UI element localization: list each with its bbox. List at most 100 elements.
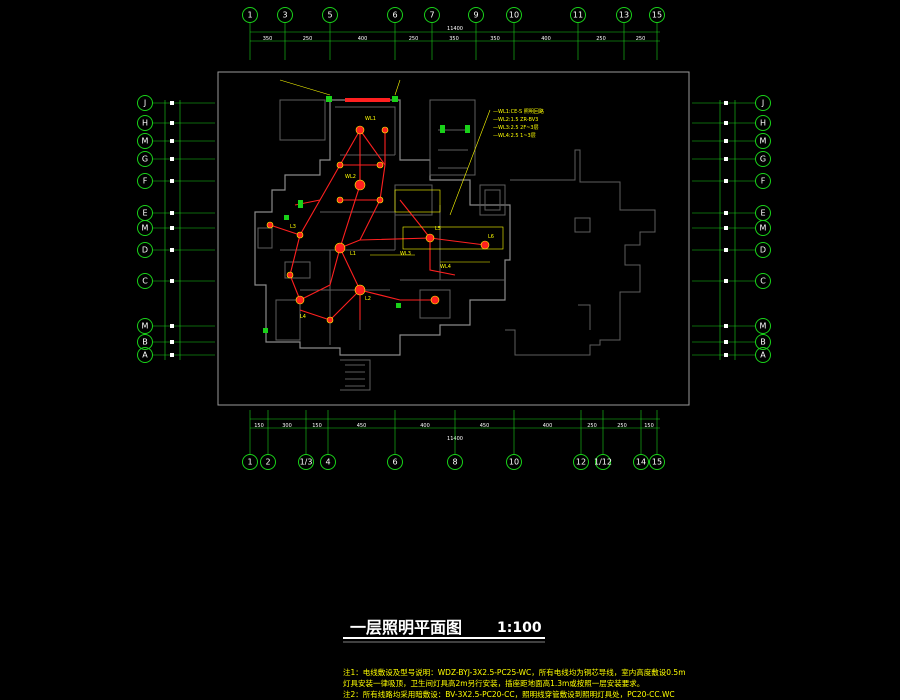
grid-left-axis-label: E [142, 209, 147, 218]
grid-bottom-axis-label: 15 [652, 458, 662, 467]
dim-tick [170, 139, 174, 143]
light-fixture [376, 196, 384, 204]
light-fixture [266, 221, 274, 229]
grid-left-axis-bubble [137, 95, 153, 111]
grid-left-axis-bubble [137, 273, 153, 289]
light-fixture [381, 126, 389, 134]
dim-tick [170, 340, 174, 344]
grid-top-axis-label: 7 [429, 11, 434, 20]
fixture-tag: L2 [365, 296, 371, 302]
light-fixture [430, 295, 440, 305]
grid-bottom-axis-label: 1/3 [300, 458, 313, 467]
grid-right-axis-bubble [755, 133, 771, 149]
lighting-wiring [269, 129, 486, 321]
grid-bottom-axis-bubble [447, 454, 463, 470]
grid-bottom-axis-label: 12 [576, 458, 586, 467]
grid-bottom-axis-label: 1/12 [594, 458, 612, 467]
dim-tick [724, 179, 728, 183]
bottom-dimension-value: 250 [587, 423, 597, 429]
bottom-dimension-value: 150 [312, 423, 322, 429]
top-dimension-value: 250 [303, 36, 313, 42]
grid-top-axis-label: 9 [473, 11, 478, 20]
grid-right-axis-label: B [760, 338, 766, 347]
dim-tick [170, 211, 174, 215]
bottom-dimension-value: 300 [282, 423, 292, 429]
grid-right-axis-label: F [761, 177, 766, 186]
grid-left-axis-label: D [142, 246, 148, 255]
grid-left-axis-bubble [137, 334, 153, 350]
grid-right-axis-bubble [755, 115, 771, 131]
grid-right-axis-bubble [755, 318, 771, 334]
grid-right-axis-label: H [760, 119, 766, 128]
grid-bottom-axis-bubble [298, 454, 314, 470]
fixture-tag: WL4 [440, 264, 451, 270]
grid-top-axis-bubble [506, 7, 522, 23]
right-dimension-lines [719, 100, 736, 360]
grid-right-axis-label: J [761, 99, 764, 108]
grid-left-axis-label: A [142, 351, 148, 360]
circuit-legend: —WL1:CE-S 照明回路 —WL2:1.5 ZR-BV3 —WL3:2.5 … [493, 108, 544, 139]
switch-box [263, 328, 268, 333]
grid-right-axis-label: E [760, 209, 765, 218]
grid-bottom-axis-label: 4 [325, 458, 330, 467]
light-fixture [355, 125, 365, 135]
dim-tick [724, 324, 728, 328]
grid-left-axis-label: M [142, 322, 149, 331]
grid-bottom-axis-bubble [649, 454, 665, 470]
grid-left-axis-label: M [142, 224, 149, 233]
grid-bottom-axis-bubble [320, 454, 336, 470]
floor-plan-left [254, 99, 511, 391]
top-dimension-value: 400 [358, 36, 368, 42]
legend-line: —WL1:CE-S 照明回路 [493, 108, 544, 115]
grid-left-axis-label: H [142, 119, 148, 128]
switch-box [298, 200, 303, 208]
light-fixture [480, 240, 490, 250]
top-dimension-value: 250 [596, 36, 606, 42]
top-dimension-value: 250 [636, 36, 646, 42]
grid-top-axis-bubble [242, 7, 258, 23]
fixture-tag: L4 [300, 314, 306, 320]
grid-right-axis-label: M [760, 224, 767, 233]
bottom-dimension-value: 450 [357, 423, 367, 429]
light-fixture [425, 233, 435, 243]
dim-tick [724, 226, 728, 230]
light-fixtures [263, 96, 490, 333]
light-fixture [336, 161, 344, 169]
top-dimension-value: 400 [541, 36, 551, 42]
grid-bottom-axis-label: 1 [247, 458, 252, 467]
bottom-dimension-value: 450 [480, 423, 490, 429]
fixture-tag: WL3 [400, 251, 411, 257]
bottom-dimension-value: 400 [543, 423, 553, 429]
grid-left-axis-label: J [143, 99, 146, 108]
grid-left-axis-bubble [137, 151, 153, 167]
fixture-tag: L3 [290, 224, 296, 230]
grid-bottom-axis-bubble [633, 454, 649, 470]
top-dimension-value: 350 [490, 36, 500, 42]
note-line: 灯具安装一律吸顶，卫生间灯具高2m另行安装，插座距地面高1.3m或按照一层安装要… [343, 678, 644, 688]
dim-tick [724, 211, 728, 215]
dim-tick [724, 139, 728, 143]
fixture-tag: WL1 [365, 116, 376, 122]
legend-line: —WL3:2.5 2F~3层 [493, 125, 539, 131]
light-fixture [354, 179, 366, 191]
drawing-frame [217, 71, 690, 406]
grid-bottom-axis-bubble [595, 454, 611, 470]
grid-top-axis-label: 3 [282, 11, 287, 20]
grid-right-axis-label: D [760, 246, 766, 255]
grid-left-axis-label: B [142, 338, 148, 347]
dim-tick [170, 324, 174, 328]
drawing-scale: 1:100 [497, 620, 542, 636]
fixture-tag: L1 [350, 251, 356, 257]
grid-top-axis-bubble [387, 7, 403, 23]
grid-bottom-axis-bubble [387, 454, 403, 470]
grid-top-axis-bubble [649, 7, 665, 23]
light-fixture [336, 196, 344, 204]
note-line: 注2：所有线路均采用暗敷设：BV-3X2.5-PC20-CC，照明线穿管敷设到照… [343, 689, 675, 699]
left-dimension-lines [164, 100, 181, 360]
legend-line: —WL4:2.5 1~3层 [493, 133, 536, 139]
